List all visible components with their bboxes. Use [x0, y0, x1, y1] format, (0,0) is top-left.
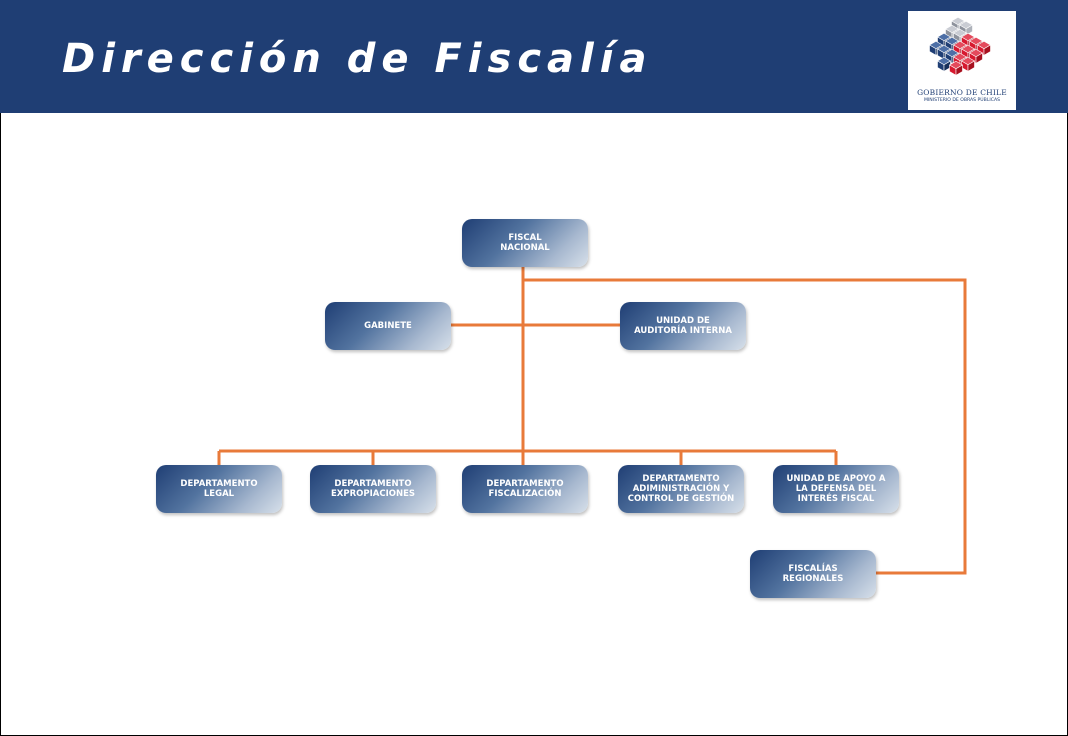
- logo-cube-face: [983, 44, 991, 56]
- gobierno-logo-icon: [928, 16, 992, 76]
- box-auditoria-interna: UNIDAD DE AUDITORÍA INTERNA: [620, 302, 746, 350]
- connector-regional: [523, 278, 967, 575]
- logo-text-ministerio: MINISTERIO DE OBRAS PÚBLICAS: [923, 98, 1000, 103]
- box-label: GABINETE: [364, 321, 412, 331]
- box-fiscalias-regionales: FISCALÍAS REGIONALES: [750, 550, 876, 598]
- box-label: UNIDAD DE AUDITORÍA INTERNA: [634, 316, 732, 336]
- box-label: DEPARTAMENTO ADIMINISTRACIÓN Y CONTROL D…: [627, 474, 735, 504]
- box-departamento-expropiaciones: DEPARTAMENTO EXPROPIACIONES: [310, 465, 436, 513]
- box-label: FISCAL NACIONAL: [500, 233, 550, 253]
- box-gabinete: GABINETE: [325, 302, 451, 350]
- box-departamento-legal: DEPARTAMENTO LEGAL: [156, 465, 282, 513]
- page-title: Dirección de Fiscalía: [62, 36, 653, 82]
- header-bar: [0, 0, 1068, 113]
- box-label: UNIDAD DE APOYO A LA DEFENSA DEL INTERÉS…: [786, 474, 886, 504]
- box-label: DEPARTAMENTO EXPROPIACIONES: [331, 479, 415, 499]
- box-departamento-fiscalizacion: DEPARTAMENTO FISCALIZACIÓN: [462, 465, 588, 513]
- logo-panel: [908, 11, 1016, 110]
- box-unidad-apoyo-defensa: UNIDAD DE APOYO A LA DEFENSA DEL INTERÉS…: [773, 465, 899, 513]
- box-departamento-administracion: DEPARTAMENTO ADIMINISTRACIÓN Y CONTROL D…: [618, 465, 744, 513]
- box-label: DEPARTAMENTO FISCALIZACIÓN: [486, 479, 564, 499]
- box-fiscal-nacional: FISCAL NACIONAL: [462, 219, 588, 267]
- logo-cube-face: [975, 52, 983, 64]
- logo-cube-face: [967, 60, 975, 72]
- logo-cube-face: [955, 64, 963, 76]
- logo-text-gobierno: GOBIERNO DE CHILE: [917, 88, 1007, 97]
- box-label: FISCALÍAS REGIONALES: [782, 564, 844, 584]
- box-label: DEPARTAMENTO LEGAL: [180, 479, 258, 499]
